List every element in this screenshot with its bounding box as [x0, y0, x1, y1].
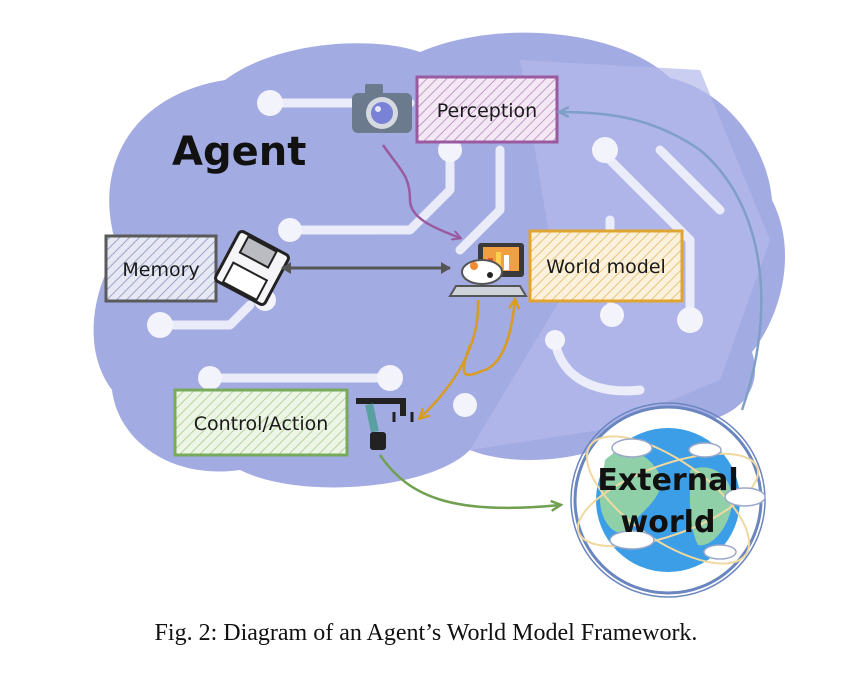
world-model-label: World model — [546, 256, 666, 278]
perception-label: Perception — [437, 100, 537, 122]
circuit-nodes — [147, 90, 703, 417]
external-world-label-line1: External — [597, 463, 738, 498]
external-world-label-line2: world — [621, 505, 716, 540]
figure-caption: Fig. 2: Diagram of an Agent’s World Mode… — [155, 620, 698, 646]
external-world-node: External world — [570, 402, 766, 598]
robot-arm-icon — [356, 398, 414, 450]
agent-title: Agent — [172, 129, 306, 175]
memory-node: Memory — [104, 234, 218, 303]
world-model-node: World model — [528, 229, 684, 303]
computer-icon — [448, 243, 528, 297]
perception-node: Perception — [415, 75, 559, 144]
control-action-node: Control/Action — [173, 388, 349, 457]
arrow-control-to-world-model — [462, 300, 515, 377]
arrow-action-to-external-world — [378, 454, 560, 508]
circuit-traces — [155, 98, 725, 396]
memory-label: Memory — [122, 259, 199, 281]
globe-icon — [576, 428, 766, 572]
arrow-external-world-to-perception — [560, 112, 763, 411]
camera-icon — [352, 84, 412, 133]
arrow-world-model-to-control — [420, 299, 480, 418]
floppy-disk-icon — [214, 230, 290, 306]
arrow-perception-to-world-model — [381, 144, 460, 238]
control-action-label: Control/Action — [194, 413, 329, 435]
